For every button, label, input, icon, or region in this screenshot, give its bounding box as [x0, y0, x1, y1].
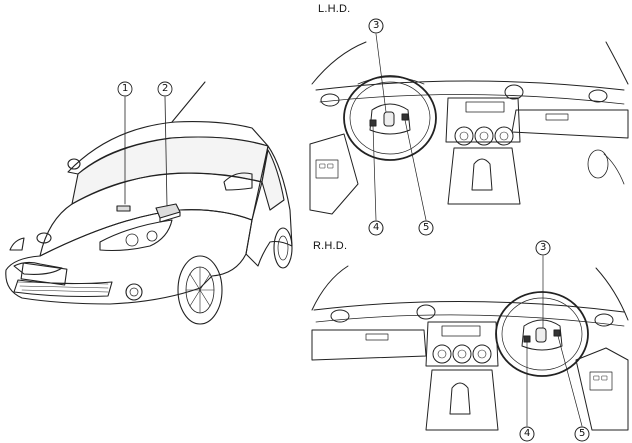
headlight-right — [99, 219, 173, 252]
steering-hub — [369, 103, 411, 135]
rhd-switch-4 — [523, 335, 531, 343]
callout-2-label: 2 — [162, 83, 169, 94]
antenna-line — [171, 81, 206, 123]
side-mirror — [223, 172, 253, 191]
rhd-switch-5 — [553, 329, 561, 337]
callout-circle-2 — [157, 81, 173, 97]
passenger-dash — [311, 329, 427, 361]
lhd-callout-4-label: 4 — [373, 222, 380, 233]
upper-grille — [13, 261, 63, 275]
glovebox-handle — [365, 333, 389, 341]
steering-wheel — [495, 291, 589, 377]
center-stack — [445, 97, 521, 143]
callout-circle-1 — [117, 81, 133, 97]
rhd-callout-circle-3 — [535, 240, 551, 256]
radio-display — [465, 101, 505, 113]
right-pillar — [605, 41, 629, 85]
rhd-callout-3-label: 3 — [540, 242, 547, 253]
callout-1-label: 1 — [122, 83, 129, 94]
vent-left — [320, 93, 340, 107]
rhd-dashboard: 3 4 5 — [306, 240, 632, 443]
console — [447, 147, 521, 205]
car-illustration: 1 2 — [0, 70, 300, 340]
vent-center — [416, 304, 436, 320]
window-switches — [589, 371, 613, 391]
steering-wheel — [343, 75, 437, 161]
emblem — [36, 232, 52, 244]
vent-right — [588, 89, 608, 103]
dash-top — [315, 80, 625, 91]
climate-knob-2 — [474, 126, 494, 146]
rhd-callout-circle-4 — [519, 426, 535, 442]
lhd-switch-4 — [369, 119, 377, 127]
component-2-box — [155, 203, 181, 219]
side-body — [245, 145, 293, 267]
radio-display — [441, 325, 481, 337]
lhd-callout-3-label: 3 — [373, 20, 380, 31]
climate-knob-3 — [494, 126, 514, 146]
front-bumper — [5, 209, 253, 305]
steering-hub — [521, 319, 563, 351]
license-plate — [20, 262, 68, 286]
climate-knob-2 — [452, 344, 472, 364]
left-pillar — [311, 41, 367, 85]
windshield — [71, 136, 269, 205]
rhd-callout-4-label: 4 — [524, 428, 531, 439]
left-pillar — [311, 265, 349, 311]
vent-right — [594, 313, 614, 327]
door-panel — [309, 133, 359, 215]
fog-lamp — [125, 283, 143, 301]
climate-knob-3 — [472, 344, 492, 364]
rhd-label: R.H.D. — [313, 240, 348, 252]
right-door-trim — [587, 149, 609, 179]
dash-top — [313, 301, 625, 313]
front-wheel — [177, 255, 223, 325]
cluster-hood — [357, 76, 425, 85]
door-panel — [575, 347, 629, 431]
shifter — [471, 158, 493, 191]
right-pillar — [595, 267, 629, 321]
rhd-callout-5-label: 5 — [579, 428, 586, 439]
window-switches — [315, 159, 339, 179]
lhd-callout-circle-5 — [418, 220, 434, 236]
climate-knob-1 — [454, 126, 474, 146]
glovebox-handle — [545, 113, 569, 121]
rear-wheel — [273, 227, 293, 269]
console — [425, 369, 499, 431]
passenger-dash — [511, 109, 629, 139]
horn-pad — [383, 111, 395, 127]
lhd-callout-circle-3 — [368, 18, 384, 34]
lhd-label: L.H.D. — [318, 3, 351, 15]
vent-left — [330, 309, 350, 323]
left-mirror — [67, 158, 81, 170]
climate-knob-1 — [432, 344, 452, 364]
lhd-switch-5 — [401, 113, 409, 121]
shifter — [449, 382, 471, 415]
rhd-callout-circle-5 — [574, 426, 590, 442]
headlight-left — [9, 237, 25, 251]
component-1-box — [116, 205, 131, 212]
side-window — [261, 149, 285, 211]
lhd-callout-circle-4 — [368, 220, 384, 236]
center-stack — [425, 321, 499, 367]
horn-pad — [535, 327, 547, 343]
vent-center — [504, 84, 524, 100]
lhd-dashboard: 3 4 5 — [306, 14, 632, 240]
lhd-callout-5-label: 5 — [423, 222, 430, 233]
